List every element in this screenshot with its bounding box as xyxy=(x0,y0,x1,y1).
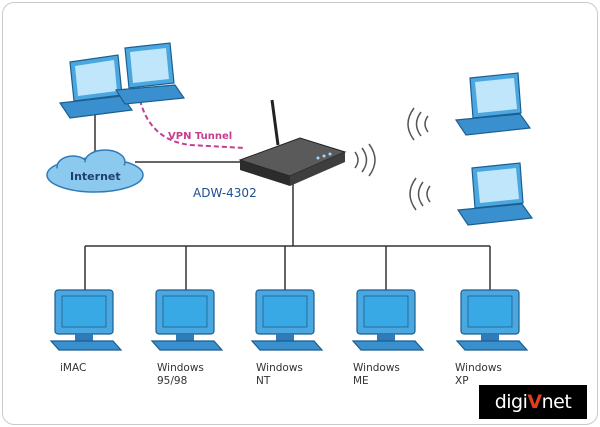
client-label-winme: Windows ME xyxy=(353,362,400,387)
logo-text-net: net xyxy=(541,391,572,413)
desktop-win98-icon xyxy=(150,289,224,351)
remote-laptop-2 xyxy=(114,42,186,105)
client-label-winxp: Windows XP xyxy=(455,362,502,387)
remote-laptop-1 xyxy=(58,54,134,119)
router-wifi-waves-icon xyxy=(354,143,376,177)
desktop-winnt-icon xyxy=(250,289,324,351)
logo-text-digi: digi xyxy=(494,391,528,413)
wireless-laptop-2 xyxy=(456,162,534,226)
internet-label: Internet xyxy=(70,170,121,183)
desktop-winxp-icon xyxy=(455,289,529,351)
client-label-imac: iMAC xyxy=(60,362,87,374)
logo-text-v: V xyxy=(527,391,542,413)
vpn-tunnel-label: VPN Tunnel xyxy=(168,131,233,142)
wifi-waves-laptop-1-icon xyxy=(407,107,429,141)
router-model-label: ADW-4302 xyxy=(193,186,257,200)
client-label-winnt: Windows NT xyxy=(256,362,303,387)
wireless-laptop-1 xyxy=(454,72,532,136)
internet-cloud-icon xyxy=(46,149,144,193)
wifi-waves-laptop-2-icon xyxy=(409,177,431,211)
router-icon xyxy=(238,99,347,186)
desktop-winme-icon xyxy=(351,289,425,351)
client-label-win98: Windows 95/98 xyxy=(157,362,204,387)
vpn-tunnel-path xyxy=(139,99,246,149)
desktop-imac-icon xyxy=(49,289,123,351)
digivnet-logo: digiVnet xyxy=(479,385,587,419)
